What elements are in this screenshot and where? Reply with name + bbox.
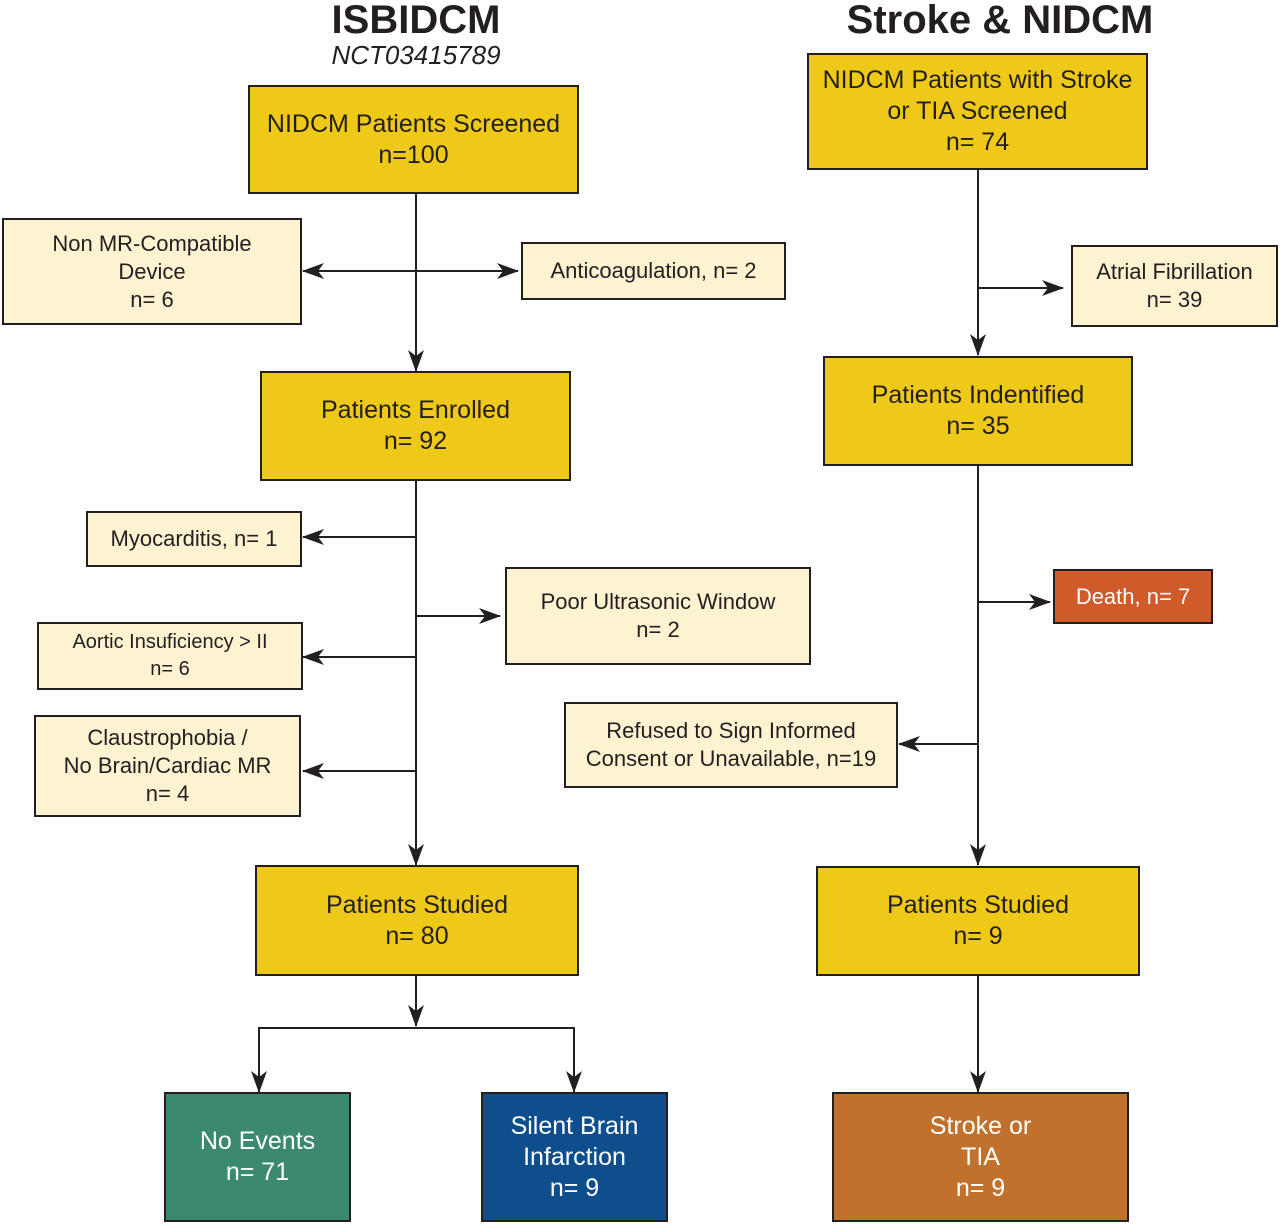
stroke-line1: Stroke or — [929, 1111, 1032, 1140]
anticoag-exclusion-label: Anticoagulation, n= 2 — [550, 258, 757, 283]
left-studied-box: Patients Studied n= 80 — [255, 865, 579, 976]
claustro-exclusion-line2: No Brain/Cardiac MR — [63, 753, 272, 778]
ultrasonic-exclusion-count: n= 2 — [636, 617, 680, 642]
device-exclusion-line1: Non MR-Compatible — [52, 230, 252, 256]
right-title: Stroke & NIDCM — [846, 0, 1154, 42]
identified-box: Patients Indentified n= 35 — [823, 356, 1133, 466]
refused-line2: Consent or Unavailable, n=19 — [585, 746, 877, 771]
myocarditis-exclusion-box: Myocarditis, n= 1 — [86, 511, 302, 567]
no-events-box: No Events n= 71 — [164, 1092, 351, 1222]
device-exclusion-line2: Device — [118, 258, 186, 284]
right-screened-line1: NIDCM Patients with Stroke — [822, 66, 1133, 94]
silent-infarction-line2: Infarction — [523, 1142, 626, 1171]
right-studied-box: Patients Studied n= 9 — [816, 866, 1140, 976]
myocarditis-exclusion-label: Myocarditis, n= 1 — [110, 526, 278, 551]
right-screened-line2: or TIA Screened — [887, 97, 1068, 125]
claustro-exclusion-line1: Claustrophobia / — [87, 725, 248, 750]
identified-count: n= 35 — [946, 412, 1010, 440]
silent-infarction-count: n= 9 — [549, 1173, 600, 1202]
no-events-label: No Events — [199, 1127, 316, 1155]
left-screened-count: n=100 — [378, 140, 449, 169]
left-screened-box: NIDCM Patients Screened n=100 — [248, 85, 579, 194]
right-screened-box: NIDCM Patients with Stroke or TIA Screen… — [807, 53, 1148, 170]
af-exclusion-label: Atrial Fibrillation — [1096, 259, 1253, 284]
claustro-exclusion-count: n= 4 — [145, 781, 190, 806]
left-subtitle: NCT03415789 — [331, 40, 501, 70]
left-studied-count: n= 80 — [385, 921, 449, 950]
aortic-exclusion-label: Aortic Insuficiency > II — [72, 631, 268, 653]
aortic-exclusion-count: n= 6 — [150, 658, 190, 680]
death-label: Death, n= 7 — [1075, 583, 1191, 609]
aortic-exclusion-box: Aortic Insuficiency > II n= 6 — [37, 622, 303, 690]
refused-line1: Refused to Sign Informed — [606, 718, 856, 743]
left-screened-label: NIDCM Patients Screened — [266, 109, 561, 138]
refused-exclusion-box: Refused to Sign Informed Consent or Unav… — [564, 702, 898, 788]
silent-infarction-line1: Silent Brain — [510, 1111, 639, 1140]
no-events-count: n= 71 — [225, 1158, 290, 1186]
af-exclusion-count: n= 39 — [1146, 287, 1203, 312]
claustro-exclusion-box: Claustrophobia / No Brain/Cardiac MR n= … — [34, 715, 301, 817]
stroke-count: n= 9 — [955, 1173, 1006, 1202]
enrolled-count: n= 92 — [383, 427, 448, 455]
device-exclusion-box: Non MR-Compatible Device n= 6 — [2, 218, 302, 325]
enrolled-box: Patients Enrolled n= 92 — [260, 371, 571, 481]
split-horizontal — [258, 1027, 575, 1092]
left-title: ISBIDCM — [331, 0, 501, 42]
right-studied-label: Patients Studied — [886, 891, 1070, 919]
right-screened-count: n= 74 — [945, 128, 1010, 156]
identified-label: Patients Indentified — [871, 381, 1085, 409]
enrolled-label: Patients Enrolled — [320, 396, 510, 424]
anticoag-exclusion-box: Anticoagulation, n= 2 — [521, 242, 786, 300]
ultrasonic-exclusion-box: Poor Ultrasonic Window n= 2 — [505, 567, 811, 665]
right-studied-count: n= 9 — [953, 922, 1003, 950]
death-box: Death, n= 7 — [1053, 569, 1213, 624]
left-studied-label: Patients Studied — [325, 890, 509, 919]
ultrasonic-exclusion-label: Poor Ultrasonic Window — [540, 589, 776, 614]
stroke-box: Stroke or TIA n= 9 — [832, 1092, 1129, 1222]
device-exclusion-count: n= 6 — [130, 286, 174, 312]
stroke-line2: TIA — [961, 1142, 1000, 1171]
silent-infarction-box: Silent Brain Infarction n= 9 — [481, 1092, 668, 1222]
af-exclusion-box: Atrial Fibrillation n= 39 — [1071, 245, 1278, 327]
